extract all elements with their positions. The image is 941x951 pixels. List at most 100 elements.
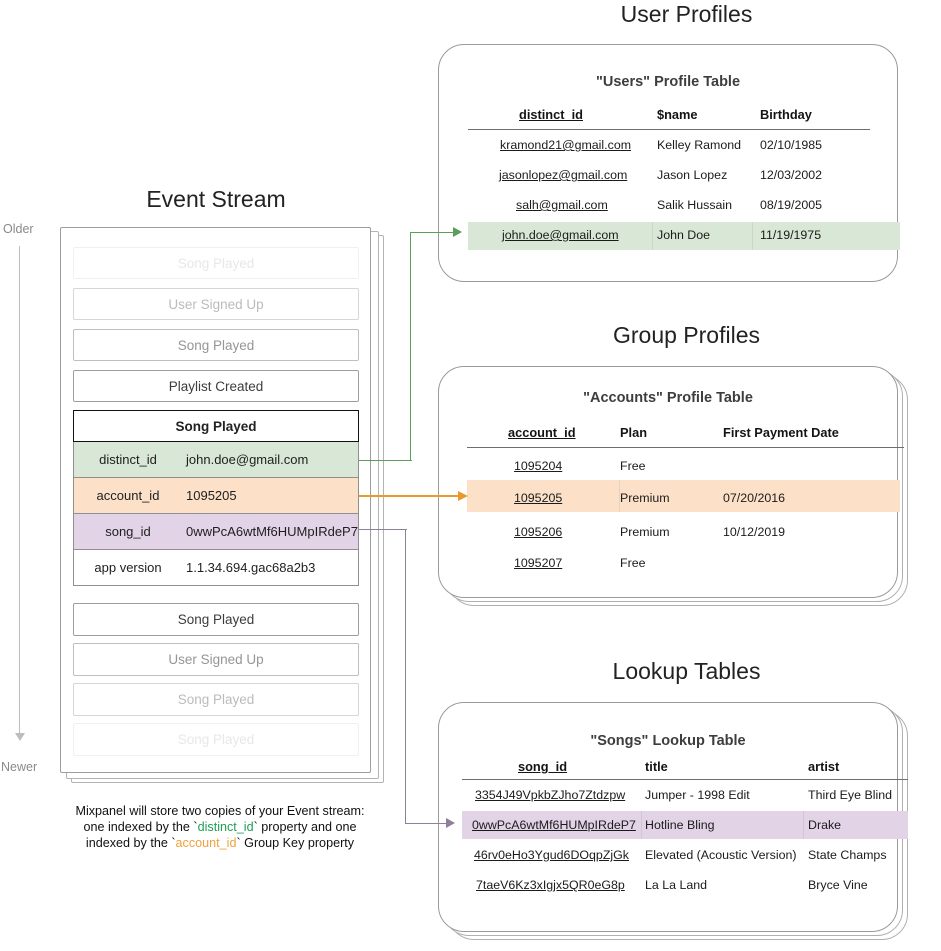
user-profiles-title: User Profiles xyxy=(620,1,753,27)
users-col-header-birthday: Birthday xyxy=(760,107,812,122)
connector-song-id-segment-h1 xyxy=(359,529,407,531)
accounts-cell-account-id: 1095205 xyxy=(514,491,563,505)
event-property-row-app-version[interactable]: app version 1.1.34.694.gac68a2b3 xyxy=(73,550,359,586)
event-property-row-distinct-id[interactable]: distinct_id john.doe@gmail.com xyxy=(73,442,359,478)
caption-line-2-suffix: ` property and one xyxy=(253,820,357,834)
event-box-label: User Signed Up xyxy=(168,296,264,312)
songs-cell-artist: Third Eye Blind xyxy=(808,788,893,802)
caption-keyword-account-id: account_id xyxy=(175,836,237,850)
event-box[interactable]: User Signed Up xyxy=(73,643,359,676)
accounts-cell-plan: Free xyxy=(620,556,646,570)
users-col-header-name: $name xyxy=(657,107,698,122)
users-header-rule xyxy=(468,129,870,131)
users-cell-birthday: 08/19/2005 xyxy=(760,198,823,212)
accounts-header-rule xyxy=(467,447,904,449)
connector-distinct-id-segment-v xyxy=(410,233,412,461)
property-key: song_id xyxy=(105,524,151,539)
users-col-divider xyxy=(752,222,753,250)
property-value: 1095205 xyxy=(186,488,237,503)
users-col-header-distinct-id: distinct_id xyxy=(519,107,583,122)
songs-cell-title: Jumper - 1998 Edit xyxy=(645,788,750,802)
event-box-label: Song Played xyxy=(177,255,255,271)
songs-col-header-title: title xyxy=(645,759,668,774)
users-cell-name: John Doe xyxy=(657,228,711,242)
songs-cell-song-id: 0wwPcA6wtMf6HUMpIRdeP7 xyxy=(472,818,636,832)
event-property-row-song-id[interactable]: song_id 0wwPcA6wtMf6HUMpIRdeP7 xyxy=(73,514,359,550)
songs-col-header-artist: artist xyxy=(808,759,840,774)
event-box[interactable]: User Signed Up xyxy=(73,288,359,320)
users-cell-birthday: 11/19/1975 xyxy=(760,228,822,242)
timeline-axis-line xyxy=(19,246,20,734)
songs-col-divider xyxy=(803,811,804,839)
songs-cell-song-id: 7taeV6Kz3xIgjx5QR0eG8p xyxy=(476,878,625,892)
event-property-row-account-id[interactable]: account_id 1095205 xyxy=(73,478,359,514)
event-box-label: Playlist Created xyxy=(168,378,264,394)
caption-line-2-prefix: one indexed by the ` xyxy=(83,820,198,834)
property-value: 1.1.34.694.gac68a2b3 xyxy=(186,560,316,575)
property-key: account_id xyxy=(96,488,160,503)
accounts-cell-account-id: 1095204 xyxy=(514,459,563,473)
accounts-cell-plan: Premium xyxy=(620,525,670,539)
event-box[interactable]: Song Played xyxy=(73,247,359,279)
selected-event-header[interactable]: Song Played xyxy=(73,410,359,442)
event-box[interactable]: Song Played xyxy=(73,603,359,636)
users-cell-name: Jason Lopez xyxy=(657,168,728,182)
accounts-col-divider xyxy=(619,480,620,512)
caption-line-3: indexed by the `account_id` Group Key pr… xyxy=(40,835,400,851)
accounts-cell-plan: Premium xyxy=(620,491,670,505)
songs-cell-title: Elevated (Acoustic Version) xyxy=(645,848,797,862)
users-cell-distinct-id: salh@gmail.com xyxy=(516,198,608,212)
event-box-label: Song Played xyxy=(177,337,255,353)
songs-row-highlight xyxy=(462,811,908,839)
property-value: 0wwPcA6wtMf6HUMpIRdeP7 xyxy=(186,524,358,539)
users-cell-birthday: 12/03/2002 xyxy=(760,168,823,182)
timeline-arrow-icon xyxy=(15,733,25,741)
connector-account-id-segment xyxy=(359,495,460,497)
event-box-label: Song Played xyxy=(177,612,255,627)
songs-cell-title: La La Land xyxy=(645,878,708,892)
users-table-title: "Users" Profile Table xyxy=(595,74,741,90)
songs-cell-artist: Drake xyxy=(808,818,842,832)
caption-keyword-distinct-id: distinct_id xyxy=(197,820,254,834)
songs-cell-artist: Bryce Vine xyxy=(808,878,868,892)
accounts-cell-account-id: 1095206 xyxy=(514,525,563,539)
users-cell-distinct-id: kramond21@gmail.com xyxy=(500,138,632,152)
users-cell-distinct-id: jasonlopez@gmail.com xyxy=(499,168,628,182)
event-box-label: Song Played xyxy=(177,692,255,707)
event-box[interactable]: Song Played xyxy=(73,723,359,756)
accounts-cell-plan: Free xyxy=(620,459,646,473)
caption-line-3-prefix: indexed by the ` xyxy=(85,836,176,850)
event-box[interactable]: Playlist Created xyxy=(73,370,359,402)
property-key: app version xyxy=(94,560,162,575)
accounts-col-header-plan: Plan xyxy=(620,425,648,440)
songs-cell-song-id: 46rv0eHo3Ygud6DOqpZjGk xyxy=(474,848,629,862)
connector-distinct-id-segment-h1 xyxy=(359,460,412,462)
accounts-cell-first-payment-date: 10/12/2019 xyxy=(723,525,786,539)
users-cell-name: Kelley Ramond xyxy=(657,138,742,152)
songs-cell-artist: State Champs xyxy=(808,848,887,862)
selected-event-name: Song Played xyxy=(175,418,257,434)
event-box[interactable]: Song Played xyxy=(73,683,359,716)
connector-distinct-id-segment-h2 xyxy=(410,232,455,234)
event-box-label: Song Played xyxy=(177,732,255,747)
users-row-highlight xyxy=(468,222,900,250)
users-cell-name: Salik Hussain xyxy=(657,198,733,212)
accounts-cell-first-payment-date: 07/20/2016 xyxy=(723,491,786,505)
accounts-row-highlight xyxy=(467,480,900,512)
songs-col-header-song-id: song_id xyxy=(518,759,568,774)
connector-account-id-arrow-icon xyxy=(458,491,468,501)
lookup-tables-title: Lookup Tables xyxy=(612,658,761,684)
caption-line-1: Mixpanel will store two copies of your E… xyxy=(75,804,365,818)
connector-song-id-segment-h2 xyxy=(405,823,448,825)
users-cell-distinct-id: john.doe@gmail.com xyxy=(502,228,619,242)
property-value: john.doe@gmail.com xyxy=(186,452,309,467)
users-cell-birthday: 02/10/1985 xyxy=(760,138,823,152)
event-box[interactable]: Song Played xyxy=(73,329,359,361)
caption-line-3-suffix: ` Group Key property xyxy=(236,836,355,850)
songs-cell-song-id: 3354J49VpkbZJho7Ztdzpw xyxy=(475,788,626,802)
users-col-divider xyxy=(652,222,653,250)
songs-cell-title: Hotline Bling xyxy=(645,818,715,832)
songs-header-rule xyxy=(462,779,908,781)
connector-song-id-segment-v xyxy=(405,529,407,824)
